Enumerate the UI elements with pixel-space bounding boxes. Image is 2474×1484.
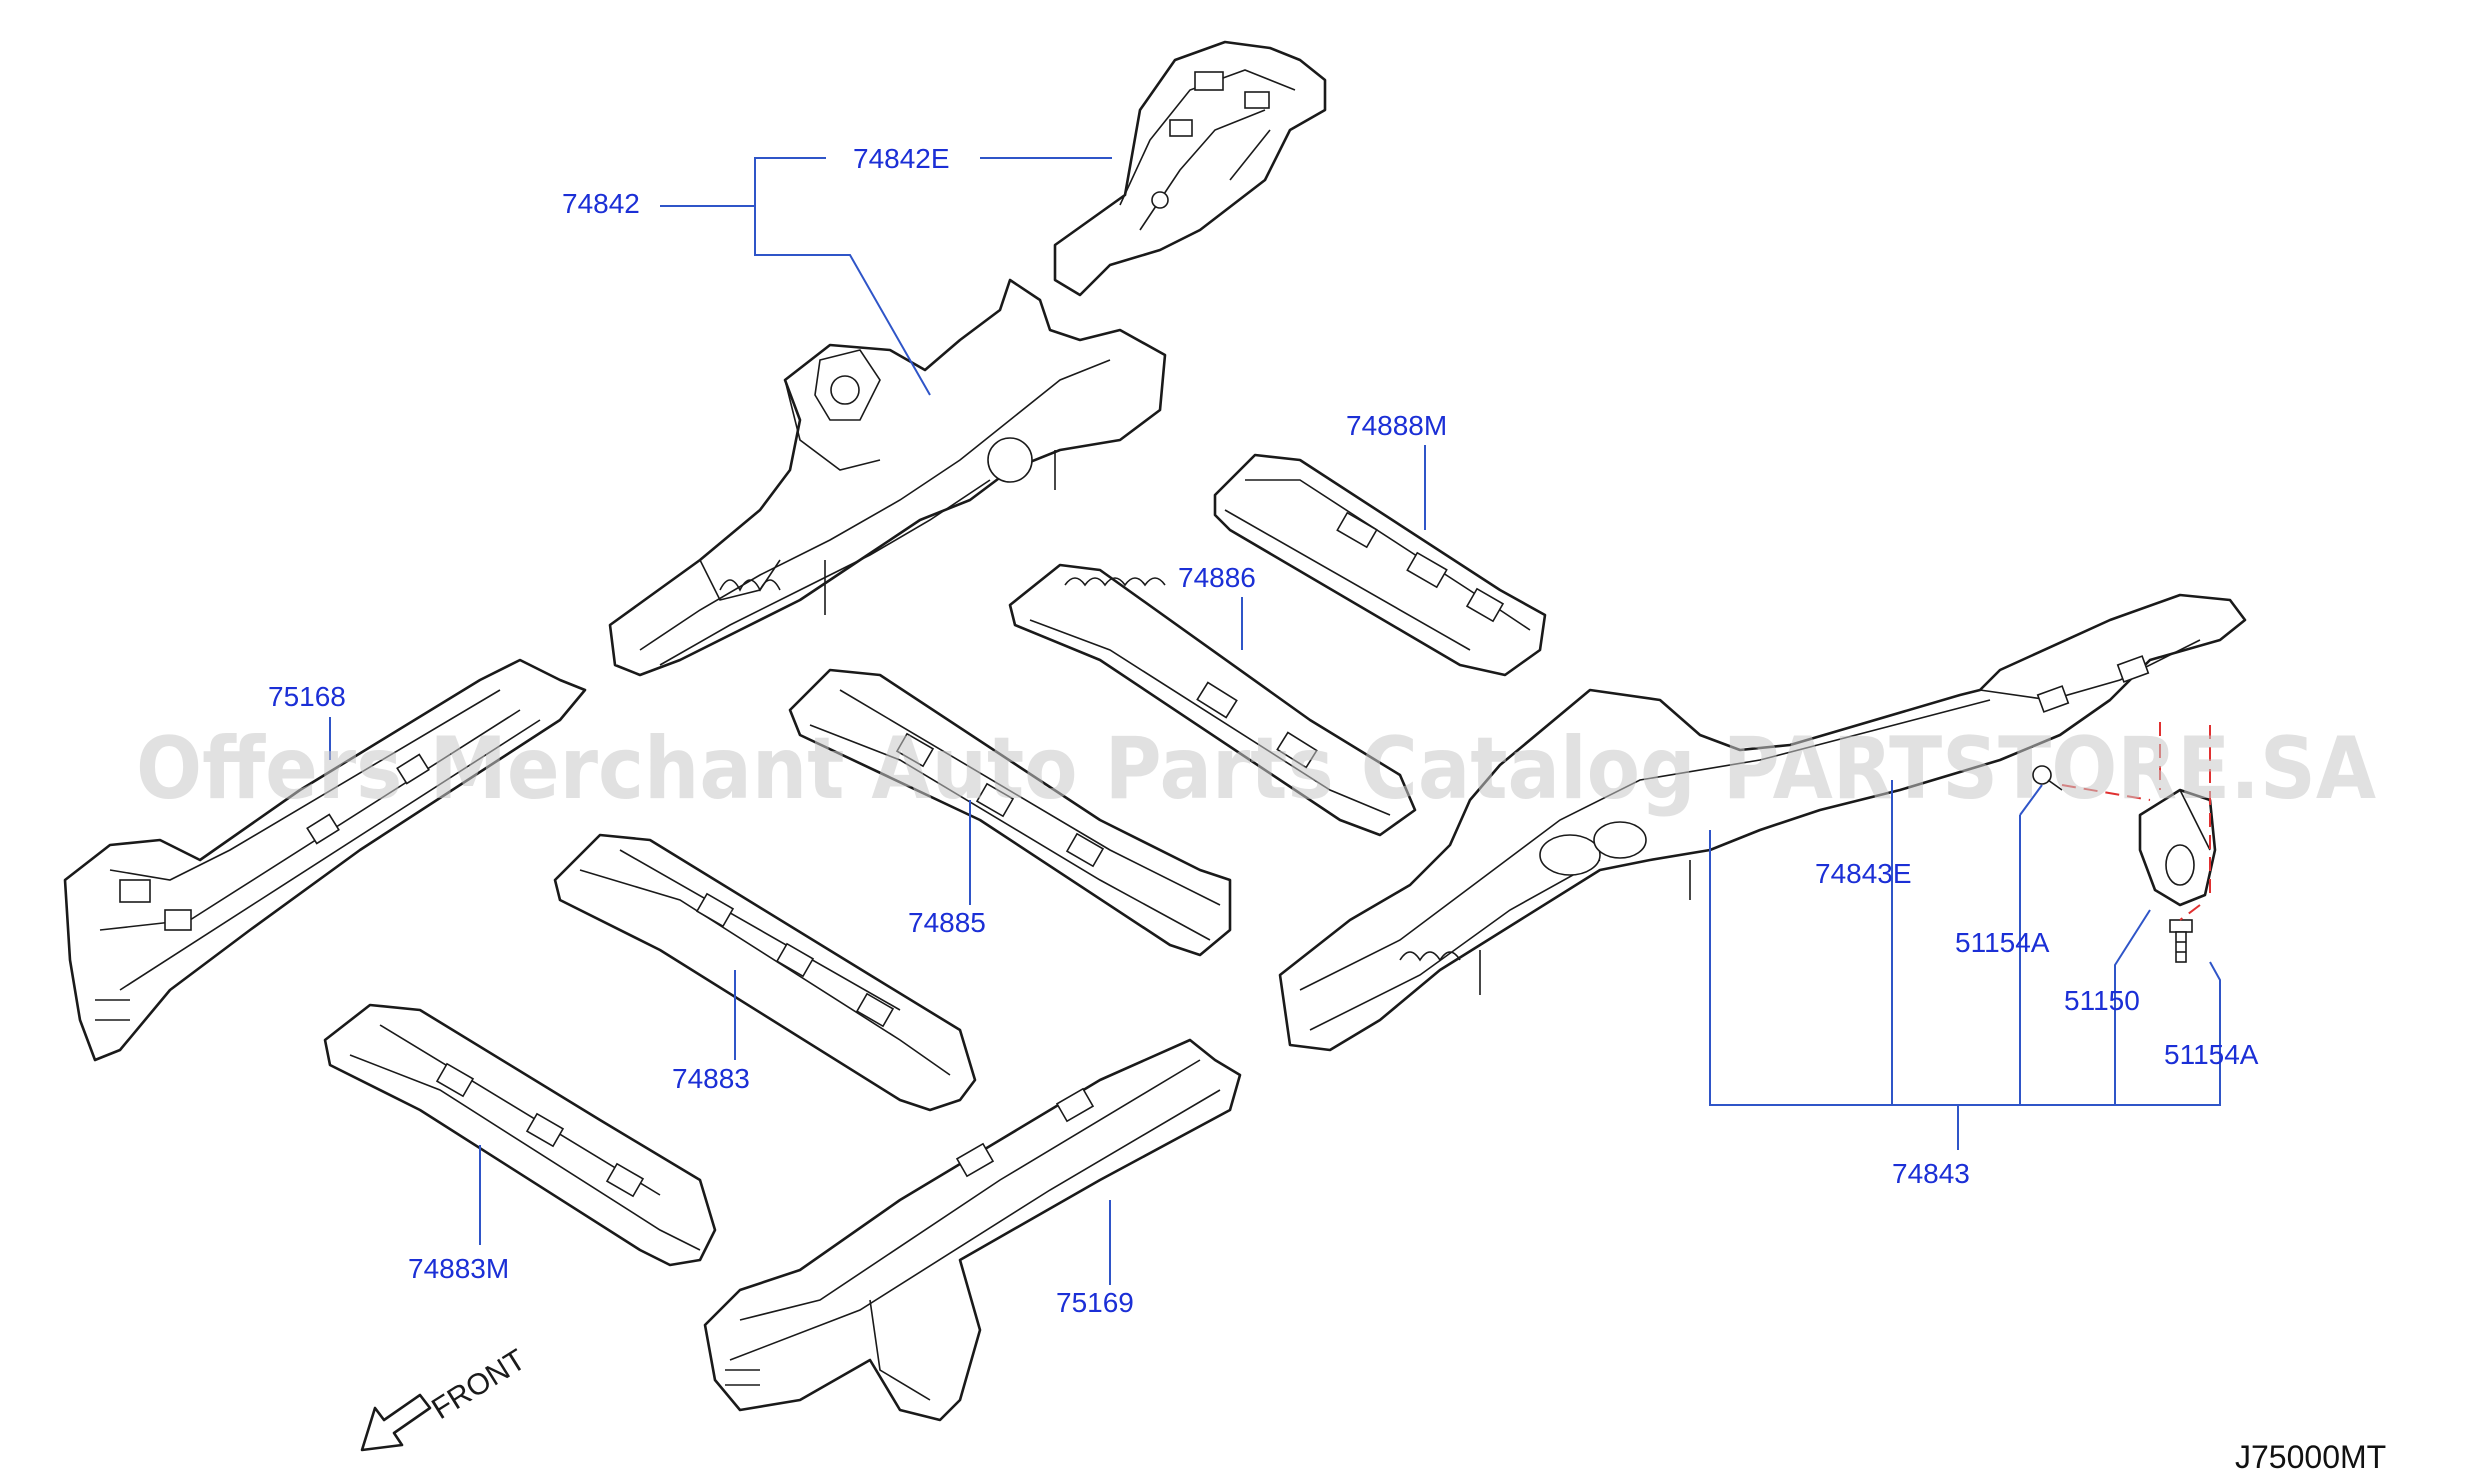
watermark-text: Offers Merchant Auto Parts Catalog PARTS… <box>136 719 2376 819</box>
callout-74843[interactable]: 74843 <box>1892 1158 1970 1189</box>
callout-74843E[interactable]: 74843E <box>1815 858 1912 889</box>
part-75169[interactable] <box>703 1038 1242 1422</box>
callout-74885[interactable]: 74885 <box>908 907 986 938</box>
phantom-lines <box>2061 722 2211 921</box>
callout-74883M[interactable]: 74883M <box>408 1253 509 1284</box>
callout-51154A-upper[interactable]: 51154A <box>1955 927 2050 958</box>
callout-74883[interactable]: 74883 <box>672 1063 750 1094</box>
part-74883M[interactable] <box>323 1003 717 1267</box>
callout-51154A-lower[interactable]: 51154A <box>2164 1039 2259 1070</box>
callout-labels: 74842E 74842 74888M 74886 75168 74885 74… <box>268 143 2259 1318</box>
callout-74886[interactable]: 74886 <box>1178 562 1256 593</box>
callout-74888M[interactable]: 74888M <box>1346 410 1447 441</box>
leader-lines <box>329 157 2221 1285</box>
callout-51150[interactable]: 51150 <box>2064 985 2140 1016</box>
part-51150[interactable] <box>2138 788 2217 907</box>
part-51154A-upper[interactable] <box>2032 765 2063 791</box>
callout-74842E[interactable]: 74842E <box>853 143 950 174</box>
part-51154A-lower[interactable] <box>2169 919 2193 963</box>
part-74842[interactable] <box>608 278 1167 677</box>
part-74883[interactable] <box>553 833 977 1112</box>
front-arrow-icon <box>360 1393 432 1452</box>
part-74888M[interactable] <box>1213 453 1547 677</box>
callout-75168[interactable]: 75168 <box>268 681 346 712</box>
part-74843[interactable] <box>1278 593 2247 1052</box>
front-indicator: FRONT <box>360 1343 531 1452</box>
part-74842E[interactable] <box>1053 40 1327 297</box>
callout-75169[interactable]: 75169 <box>1056 1287 1134 1318</box>
callout-74842[interactable]: 74842 <box>562 188 640 219</box>
front-label: FRONT <box>426 1343 531 1426</box>
part-74885[interactable] <box>788 668 1232 957</box>
part-75168[interactable] <box>63 658 587 1062</box>
diagram-code: J75000MT <box>2235 1439 2386 1475</box>
part-74886[interactable] <box>1008 563 1417 837</box>
